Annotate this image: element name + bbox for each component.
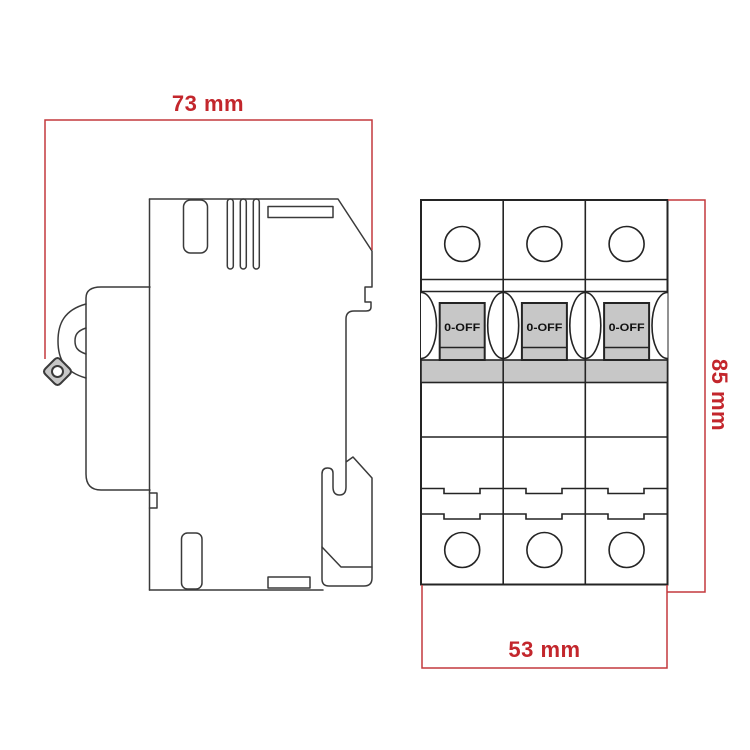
terminal-screw [526,225,563,263]
vent-slot [182,199,209,254]
toggle-switch [438,302,486,361]
dimension-label-53mm: 53 mm [508,637,580,662]
cooling-slot [226,198,235,270]
terminal-screw [608,225,645,263]
din-clip-detail [321,546,373,568]
toggle-switch [520,302,568,361]
terminal-screws-top [443,225,645,263]
mounting-strip [420,359,669,384]
terminal-screw [443,531,481,569]
dimension-label-85mm: 85 mm [707,359,732,431]
toggle-switch-3: 0-OFF [603,302,651,361]
side-left-tab [148,492,158,509]
toggle-switch-2: 0-OFF [520,302,568,361]
toggle-switch-1: 0-OFF [438,302,486,361]
dimension-line-85mm [667,199,706,593]
toggle-boss-arc-inner [74,327,87,355]
front-view: 0-OFF 0-OFF 0-OFF [420,199,669,586]
toggle-recess-ellipse [651,291,668,360]
cooling-slot [252,198,261,270]
front-housing [420,199,669,586]
terminal-screw [608,531,645,569]
toggle-lever-hole [51,365,64,378]
dimensions: 73 mm 85 mm 53 mm [44,91,732,669]
toggle-switch [603,302,651,361]
bottom-plate [267,576,311,589]
side-body-outline [148,198,373,587]
bottom-slot [180,532,203,590]
terminal-screw [526,531,563,569]
toggle-recess-ellipse [421,291,438,360]
cover-seam-upper [421,487,668,495]
label-plate [267,205,334,219]
terminal-screws-bottom [443,531,645,569]
terminal-screw [443,225,481,263]
side-view [43,198,373,591]
toggle-label: 0-OFF [444,322,480,334]
cooling-slot [239,198,248,270]
cooling-slots [226,198,261,270]
dimension-line-73mm [44,119,373,359]
side-front-bulge [85,286,151,491]
toggle-label: 0-OFF [526,322,562,334]
dimension-label-73mm: 73 mm [172,91,244,116]
dimension-line-53mm [421,585,668,669]
cover-seam-lower [421,513,668,520]
toggle-label: 0-OFF [609,322,645,334]
